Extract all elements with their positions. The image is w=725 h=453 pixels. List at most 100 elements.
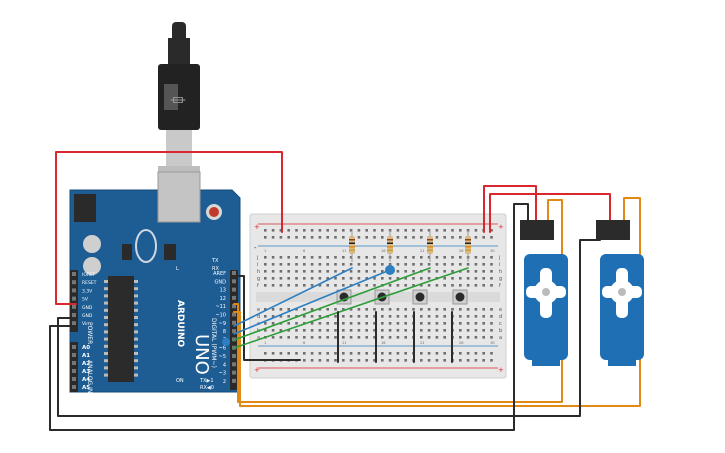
breadboard-hole[interactable] — [334, 284, 337, 287]
breadboard-hole[interactable] — [388, 315, 392, 318]
breadboard-hole[interactable] — [474, 315, 478, 318]
breadboard-hole[interactable] — [443, 270, 446, 273]
breadboard-hole[interactable] — [264, 284, 267, 287]
breadboard-hole[interactable] — [381, 352, 384, 355]
breadboard-hole[interactable] — [295, 229, 298, 232]
breadboard-hole[interactable] — [303, 277, 306, 280]
breadboard-hole[interactable] — [326, 308, 329, 311]
breadboard-hole[interactable] — [342, 308, 345, 311]
breadboard-hole[interactable] — [342, 229, 345, 232]
breadboard-hole[interactable] — [303, 270, 306, 273]
power-pin[interactable] — [72, 272, 76, 276]
breadboard-hole[interactable] — [474, 329, 478, 332]
breadboard-hole[interactable] — [279, 256, 283, 259]
breadboard-hole[interactable] — [396, 256, 400, 259]
breadboard-hole[interactable] — [396, 336, 400, 339]
breadboard-hole[interactable] — [451, 263, 454, 266]
breadboard-hole[interactable] — [287, 336, 290, 339]
breadboard-hole[interactable] — [310, 329, 314, 332]
breadboard-hole[interactable] — [435, 359, 439, 362]
breadboard-hole[interactable] — [373, 359, 376, 362]
breadboard-hole[interactable] — [279, 315, 283, 318]
breadboard-hole[interactable] — [287, 263, 290, 266]
breadboard-hole[interactable] — [396, 315, 400, 318]
breadboard-hole[interactable] — [420, 284, 423, 287]
breadboard-hole[interactable] — [388, 322, 392, 325]
breadboard-hole[interactable] — [451, 236, 454, 239]
breadboard-hole[interactable] — [334, 308, 337, 311]
breadboard-hole[interactable] — [451, 270, 454, 273]
breadboard-hole[interactable] — [264, 263, 267, 266]
digital-pin[interactable] — [232, 271, 236, 275]
breadboard-hole[interactable] — [373, 322, 376, 325]
breadboard-hole[interactable] — [490, 329, 493, 332]
breadboard-hole[interactable] — [490, 236, 493, 239]
breadboard-hole[interactable] — [303, 359, 306, 362]
breadboard-hole[interactable] — [443, 336, 446, 339]
breadboard-hole[interactable] — [373, 308, 376, 311]
analog-pin[interactable] — [72, 377, 76, 381]
resistor[interactable] — [465, 236, 471, 254]
breadboard-hole[interactable] — [365, 256, 368, 259]
digital-pin[interactable] — [232, 287, 236, 292]
digital-pin[interactable] — [232, 362, 236, 367]
breadboard-hole[interactable] — [474, 308, 478, 311]
breadboard-hole[interactable] — [443, 263, 446, 266]
breadboard-hole[interactable] — [427, 263, 431, 266]
breadboard-hole[interactable] — [482, 336, 485, 339]
breadboard-hole[interactable] — [349, 329, 353, 332]
breadboard-hole[interactable] — [295, 277, 298, 280]
breadboard-hole[interactable] — [310, 322, 314, 325]
breadboard-hole[interactable] — [427, 284, 431, 287]
breadboard-hole[interactable] — [427, 322, 431, 325]
power-pin[interactable] — [72, 304, 76, 309]
breadboard-hole[interactable] — [443, 308, 446, 311]
resistor[interactable] — [387, 236, 393, 254]
breadboard-hole[interactable] — [264, 308, 267, 311]
breadboard-hole[interactable] — [474, 322, 478, 325]
power-pin[interactable] — [72, 313, 76, 317]
breadboard-hole[interactable] — [381, 229, 384, 232]
breadboard-hole[interactable] — [466, 277, 470, 280]
breadboard-hole[interactable] — [349, 308, 353, 311]
breadboard-hole[interactable] — [357, 329, 361, 332]
breadboard-hole[interactable] — [287, 277, 290, 280]
breadboard-hole[interactable] — [271, 284, 275, 287]
breadboard-hole[interactable] — [435, 322, 439, 325]
breadboard-hole[interactable] — [349, 270, 353, 273]
breadboard-hole[interactable] — [420, 359, 423, 362]
breadboard-hole[interactable] — [295, 329, 298, 332]
breadboard-hole[interactable] — [490, 352, 493, 355]
breadboard-hole[interactable] — [435, 315, 439, 318]
breadboard-hole[interactable] — [435, 270, 439, 273]
breadboard-hole[interactable] — [334, 359, 337, 362]
breadboard-hole[interactable] — [490, 263, 493, 266]
breadboard-hole[interactable] — [474, 263, 478, 266]
breadboard-hole[interactable] — [287, 329, 290, 332]
breadboard-hole[interactable] — [295, 336, 298, 339]
breadboard-hole[interactable] — [342, 284, 345, 287]
breadboard-hole[interactable] — [381, 308, 384, 311]
digital-pin[interactable] — [232, 312, 236, 317]
breadboard-hole[interactable] — [490, 277, 493, 280]
breadboard-hole[interactable] — [334, 263, 337, 266]
breadboard-hole[interactable] — [412, 236, 415, 239]
breadboard-hole[interactable] — [427, 308, 431, 311]
breadboard-hole[interactable] — [342, 256, 345, 259]
breadboard-hole[interactable] — [357, 284, 361, 287]
analog-pin[interactable] — [72, 361, 76, 365]
breadboard-hole[interactable] — [334, 336, 337, 339]
breadboard-hole[interactable] — [287, 315, 290, 318]
breadboard-hole[interactable] — [279, 229, 283, 232]
breadboard-hole[interactable] — [420, 329, 423, 332]
breadboard-hole[interactable] — [326, 277, 329, 280]
breadboard-hole[interactable] — [342, 277, 345, 280]
breadboard-hole[interactable] — [490, 229, 493, 232]
breadboard-hole[interactable] — [287, 284, 290, 287]
breadboard-hole[interactable] — [310, 359, 314, 362]
breadboard-hole[interactable] — [388, 352, 392, 355]
digital-pin[interactable] — [232, 304, 236, 309]
breadboard-hole[interactable] — [466, 329, 470, 332]
breadboard-hole[interactable] — [381, 322, 384, 325]
breadboard-hole[interactable] — [381, 277, 384, 280]
